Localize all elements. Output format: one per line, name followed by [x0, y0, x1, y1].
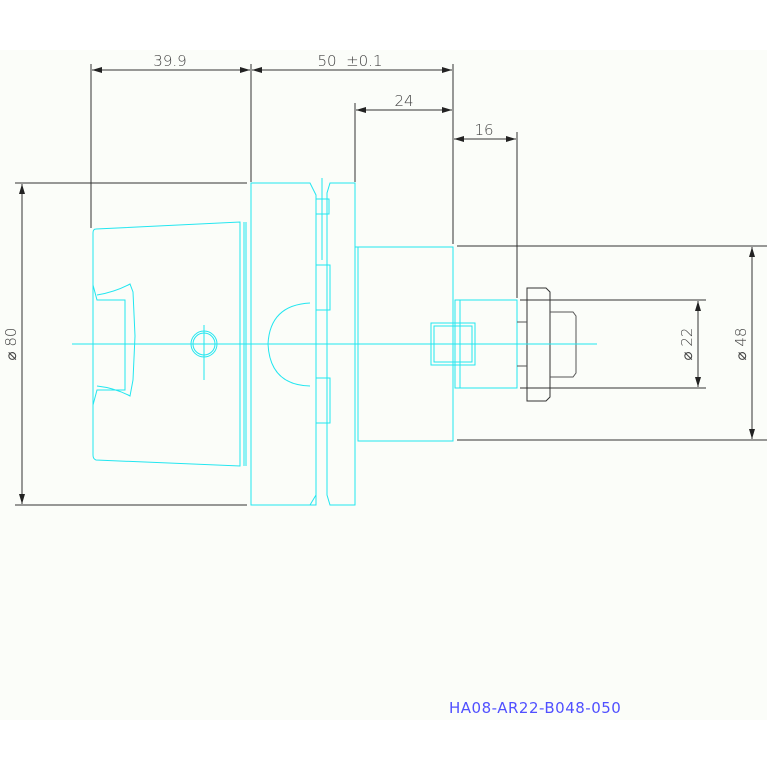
dim-gauge-length: 50 ±0.1: [317, 52, 382, 70]
dim-taper-length: 39.9: [153, 52, 186, 70]
dim-body-dia: ⌀ 48: [732, 328, 750, 361]
dimension-lines: [15, 64, 767, 506]
dim-flange-dia: ⌀ 80: [2, 328, 20, 361]
drawing-sheet: [0, 50, 767, 720]
dim-body-length: 24: [394, 92, 413, 110]
tool-holder-outline: [72, 178, 597, 506]
dim-stub-length: 16: [474, 121, 493, 139]
part-number: HA08-AR22-B048-050: [449, 699, 622, 717]
dim-arbor-dia: ⌀ 22: [678, 328, 696, 361]
